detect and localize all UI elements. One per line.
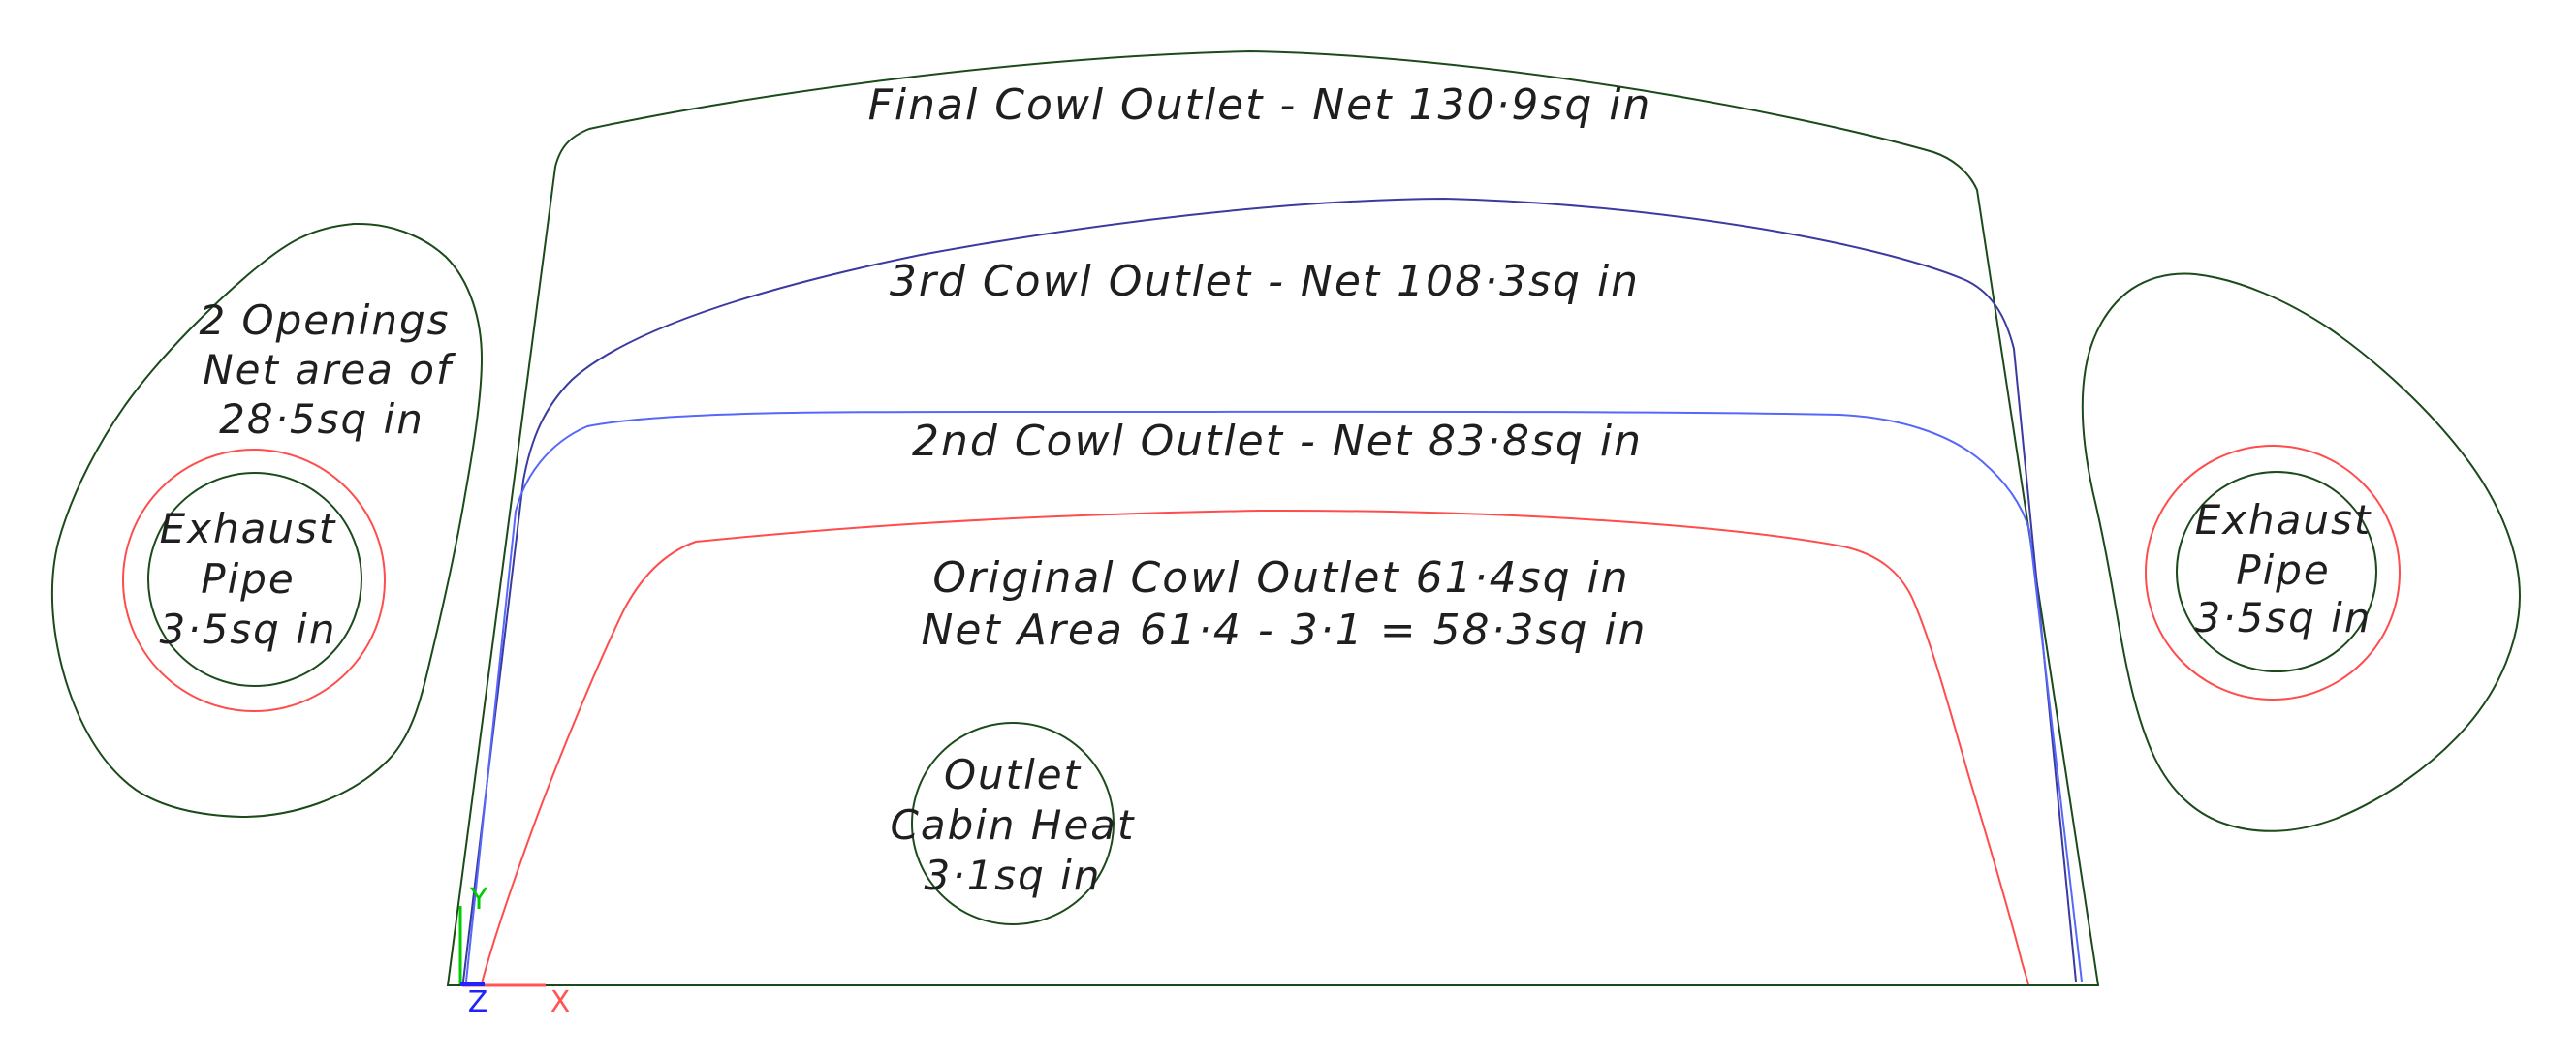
left-exhaust-label-line2: Pipe <box>201 555 296 603</box>
original-cowl-curve-path <box>481 509 2029 985</box>
left-exhaust-opening-outline <box>50 222 484 819</box>
third-cowl-curve-path <box>462 197 2077 982</box>
z-axis-label: Z <box>468 985 488 1019</box>
left-exhaust-inner-ring <box>147 472 362 687</box>
right-exhaust-outer-ring <box>2145 445 2401 701</box>
y-axis-label: Y <box>469 883 488 917</box>
cabin-heat-circle <box>911 722 1115 925</box>
original-cowl-label-line2: Net Area 61·4 - 3·1 = 58·3sq in <box>922 606 1648 655</box>
right-exhaust-label-line2: Pipe <box>2236 546 2331 594</box>
x-axis-label: X <box>550 985 571 1019</box>
right-exhaust-inner-ring <box>2176 471 2377 672</box>
cabin-heat-label-line1: Outlet <box>944 751 1082 798</box>
original-cowl-label-line1: Original Cowl Outlet 61·4sq in <box>932 553 1629 603</box>
left-opening-label-line3: 28·5sq in <box>219 395 424 443</box>
left-opening-label-line1: 2 Openings <box>199 296 450 344</box>
second-cowl-label: 2nd Cowl Outlet - Net 83·8sq in <box>912 417 1643 466</box>
third-cowl-label: 3rd Cowl Outlet - Net 108·3sq in <box>890 257 1640 306</box>
right-exhaust-label-line3: 3·5sq in <box>2195 594 2372 641</box>
right-exhaust-label-line1: Exhaust <box>2195 496 2372 544</box>
second-cowl-curve-path <box>465 410 2083 982</box>
final-cowl-label: Final Cowl Outlet - Net 130·9sq in <box>868 80 1652 130</box>
left-opening-label-line2: Net area of <box>203 346 456 393</box>
cabin-heat-label: Outlet Cabin Heat 3·1sq in <box>891 751 1136 899</box>
right-exhaust-opening-outline <box>2081 272 2522 832</box>
left-opening-label: 2 Openings Net area of 28·5sq in <box>199 296 456 443</box>
left-exhaust-label: Exhaust Pipe 3·5sq in <box>160 505 337 653</box>
left-exhaust-label-line3: 3·5sq in <box>160 606 337 653</box>
cabin-heat-label-line3: 3·1sq in <box>925 852 1102 899</box>
left-exhaust-outer-ring <box>122 449 386 712</box>
final-cowl-outline-path <box>446 49 2100 986</box>
right-exhaust-label: Exhaust Pipe 3·5sq in <box>2195 496 2372 641</box>
cabin-heat-label-line2: Cabin Heat <box>891 801 1136 849</box>
left-exhaust-label-line1: Exhaust <box>160 505 337 552</box>
ucs-axis-icon: Y X Z <box>458 883 571 1019</box>
